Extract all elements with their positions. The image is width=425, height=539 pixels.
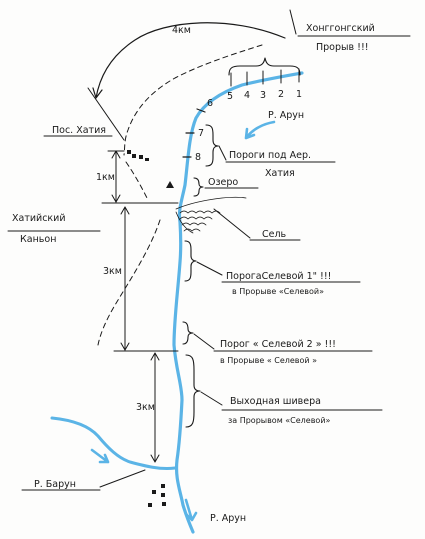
label-rapids-2: Хатия [265,168,295,179]
label-river-barun: Р. Барун [34,479,76,490]
shivera-leader [200,391,223,406]
dim-3km-a-arrows [120,206,130,351]
dim-3km-b-arrows [150,352,160,463]
rapid-number-6: 6 [207,98,213,109]
shivera-brace [185,354,201,428]
village-houses-bottom [148,484,166,507]
trail-lower [97,219,161,346]
trail-upper [123,44,263,156]
rapid-number-1: 1 [296,89,302,100]
label-canyon-2: Каньон [20,234,56,245]
label-shivera-2: за Прорывом «Селевой» [228,416,331,425]
rapid-number-2: 2 [278,89,284,100]
selevoy1-leader [196,261,223,276]
lake-marker [166,181,174,188]
rapid-number-4: 4 [244,90,250,101]
selevoy2-leader [193,333,215,350]
label-4km: 4км [172,25,191,36]
arrow-arun-top [244,120,276,140]
label-selevoy2-2: в Прорыве « Селевой » [220,356,317,365]
label-breakthrough-1: Хонггонгский [306,23,375,34]
rapid-number-8: 8 [195,152,201,163]
selevoy2-brace [182,321,194,345]
mudflow-leader [213,208,251,239]
rapid-ticks-6-8 [182,108,206,158]
river-arun [172,71,304,534]
label-mudflow: Сель [262,229,287,240]
rapid-number-7: 7 [198,128,204,139]
lake-brace [193,177,204,197]
breakthrough-brace [228,57,301,76]
rapids-leader [218,145,227,161]
settlement-houses [127,150,149,161]
mudflow-hatching [175,196,247,234]
dim-1km-arrows [111,150,121,203]
label-3km-b: 3км [136,402,155,413]
rapid-number-5: 5 [227,91,233,102]
arrow-4km [92,22,286,99]
rapid-ticks-1-5 [230,68,300,87]
label-selevoy1-1: ПорогаСелевой 1" !!! [226,271,331,282]
rapid-number-3: 3 [260,90,266,101]
label-settlement: Пос. Хатия [52,125,106,136]
label-selevoy1-2: в Прорыве «Селевой» [232,287,324,296]
label-1km: 1км [96,172,115,183]
arrow-barun [90,448,110,464]
label-river-arun-top: Р. Арун [268,110,304,121]
rapids-brace [205,124,219,167]
label-breakthrough-2: Прорыв !!! [316,42,369,53]
label-canyon-1: Хатийский [12,213,66,224]
label-river-arun-bottom: Р. Арун [210,513,246,524]
label-selevoy2-1: Порог « Селевой 2 » !!! [220,339,336,350]
label-3km-a: 3км [103,266,122,277]
arrow-arun-bottom [184,498,198,522]
trail-middle [125,161,149,201]
selevoy1-brace [184,240,197,282]
label-lake: Озеро [208,177,238,188]
label-rapids-1: Пороги под Аер. [229,150,311,161]
river-barun [50,416,177,470]
settlement-leader [87,87,125,141]
breakthrough-leader [289,9,297,35]
barun-leader [99,469,146,488]
label-shivera-1: Выходная шивера [230,396,321,407]
